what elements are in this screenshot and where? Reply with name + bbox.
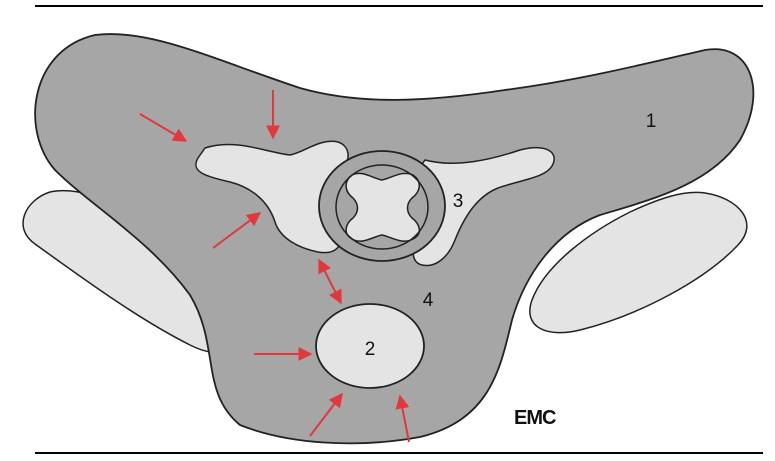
label-1: 1 <box>646 111 657 132</box>
label-3: 3 <box>453 191 464 212</box>
emc-logo: EMC <box>514 407 556 429</box>
label-4: 4 <box>423 290 434 311</box>
label-2: 2 <box>365 339 376 360</box>
